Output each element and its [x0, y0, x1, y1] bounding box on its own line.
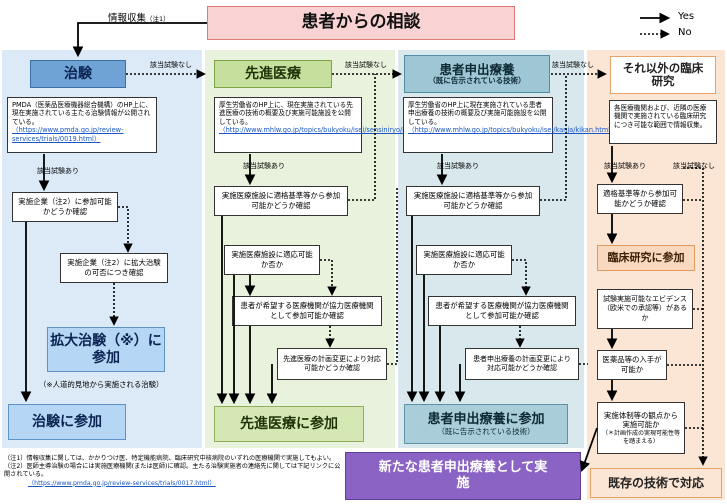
moushide-note-text: 厚生労働省のHP上に現在実施されている患者申出療養の技術の概要及び実施可能施設を… — [408, 101, 547, 126]
other-info-note: 各医療機関および、近隣の医療機関で実施されている臨床研究につき可能な範囲で情報収… — [609, 100, 717, 144]
footnote-1: （注1）情報収集に関しては、かかりつけ医、特定機能病院、臨床研究中核病院のいずれ… — [4, 455, 336, 462]
chiken-step2-box: 実施企業（注2）に拡大治験の可否につき確認 — [60, 253, 168, 283]
other-step1-box: 適格基準等から参加可能かどうか確認 — [597, 184, 683, 214]
moushide-result-box: 患者申出療養に参加 （既に告示されている技術） — [404, 404, 568, 444]
moushide-step2-box: 実施医療施設に適応可能か否か — [416, 245, 512, 275]
senshin-step2-box: 実施医療施設に適応可能か否か — [224, 245, 320, 275]
senshin-header: 先進医療 — [214, 60, 332, 88]
moushide-header: 患者申出療養 （既に告示されている技術） — [404, 55, 550, 93]
moushide-result-sub: （既に告示されている技術） — [437, 427, 535, 437]
other-no-label: 該当試験なし — [673, 162, 715, 170]
chiken-yes-label: 該当試験あり — [37, 167, 79, 175]
senshin-result-box: 先進医療に参加 — [214, 406, 364, 442]
senshin-note-text: 厚生労働省のHP上に、現在実施されている先進医療の技術の概要及び実施可能施設を公… — [219, 101, 353, 126]
chiken-note-text: PMDA（医薬品医療機器総合機構）のHP上に、現在実施されている主たる治験情報が… — [12, 101, 152, 126]
other-step4-note: （＊計画作成の実現可能性等を踏まえる） — [602, 429, 681, 445]
moushide-step4-box: 患者申出療養の計画変更により対応可能かどうか確認 — [465, 348, 579, 380]
other-step4-box: 実施体制等の観点から実施可能か （＊計画作成の実現可能性等を踏まえる） — [597, 402, 685, 454]
footnote-2: （注2）医師主導治験の場合には実施医療機関(または医師)に確認。主たる治験実施者… — [4, 463, 341, 479]
senshin-yes-label: 該当試験あり — [243, 162, 285, 170]
other-step4-text: 実施体制等の観点から実施可能か — [604, 410, 678, 430]
footnote-3-link[interactable]: （https://www.pmda.go.jp/review-services/… — [28, 479, 216, 487]
moushide-yes-label: 該当試験あり — [437, 162, 479, 170]
other-yes-label: 該当試験あり — [604, 162, 646, 170]
chiken-result-box: 治験に参加 — [8, 404, 126, 440]
senshin-note-link[interactable]: （http://www.mhlw.go.jp/topics/bukyoku/is… — [219, 126, 444, 135]
legend-no-label: No — [678, 27, 692, 38]
moushide-header-sub: （既に告示されている技術） — [428, 75, 526, 85]
info-collection-label: 情報収集（注1） — [108, 10, 170, 24]
moushide-step3-box: 患者が希望する医療機関が協力医療機関として参加可能か確認 — [428, 296, 576, 326]
chiken-info-note: PMDA（医薬品医療機器総合機構）のHP上に、現在実施されている主たる治験情報が… — [7, 97, 157, 153]
other-join-box: 臨床研究に参加 — [597, 245, 695, 271]
senshin-info-note: 厚生労働省のHP上に、現在実施されている先進医療の技術の概要及び実施可能施設を公… — [214, 97, 444, 153]
info-note-mark: （注1） — [146, 15, 170, 23]
no-trial-label-1: 該当試験なし — [150, 61, 192, 69]
chiken-step1-box: 実施企業（注2）に参加可能かどうか確認 — [12, 192, 118, 222]
existing-tech-box: 既存の技術で対応 — [590, 468, 722, 498]
moushide-result-title: 患者申出療養に参加 — [427, 411, 545, 427]
moushide-header-title: 患者申出療養 — [439, 61, 515, 77]
no-trial-label-3: 該当試験なし — [552, 61, 594, 69]
legend-yes-label: Yes — [678, 11, 695, 22]
footnotes: （注1）情報収集に関しては、かかりつけ医、特定機能病院、臨床研究中核病院のいずれ… — [4, 455, 342, 501]
other-step3-box: 医薬品等の入手が可能か — [597, 350, 667, 380]
moushide-note-link[interactable]: （http://www.mhlw.go.jp/topics/bukyoku/is… — [408, 126, 617, 135]
expanded-trial-note: （※人道的見地から実施される治験） — [39, 380, 164, 389]
other-note-text: 各医療機関および、近隣の医療機関で実施されている臨床研究につき可能な範囲で情報収… — [614, 104, 707, 129]
page-title: 患者からの相談 — [207, 6, 515, 40]
senshin-step3-box: 患者が希望する医療機関が協力医療機関として参加可能か確認 — [232, 296, 382, 326]
senshin-step1-box: 実施医療施設に適格基準等から参加可能かどうか確認 — [214, 186, 348, 216]
senshin-step4-box: 先進医療の計画変更により対応可能かどうか確認 — [277, 348, 387, 380]
moushide-info-note: 厚生労働省のHP上に現在実施されている患者申出療養の技術の概要及び実施可能施設を… — [403, 97, 617, 153]
other-step2-box: 試験実施可能なエビデンス（欧米での承認等）があるか — [597, 289, 693, 329]
no-trial-label-2: 該当試験なし — [345, 61, 387, 69]
chiken-header: 治験 — [30, 60, 126, 88]
new-moushide-box: 新たな患者申出療養として実施 — [345, 452, 581, 500]
other-header: それ以外の臨床研究 — [610, 56, 716, 94]
chiken-note-link[interactable]: （https://www.pmda.go.jp/review-services/… — [12, 126, 124, 143]
info-label: 情報収集 — [108, 13, 147, 24]
expanded-trial-box: 拡大治験（※）に参加 — [47, 327, 165, 372]
moushide-step1-box: 実施医療施設に適格基準等から参加可能かどうか確認 — [406, 186, 540, 216]
